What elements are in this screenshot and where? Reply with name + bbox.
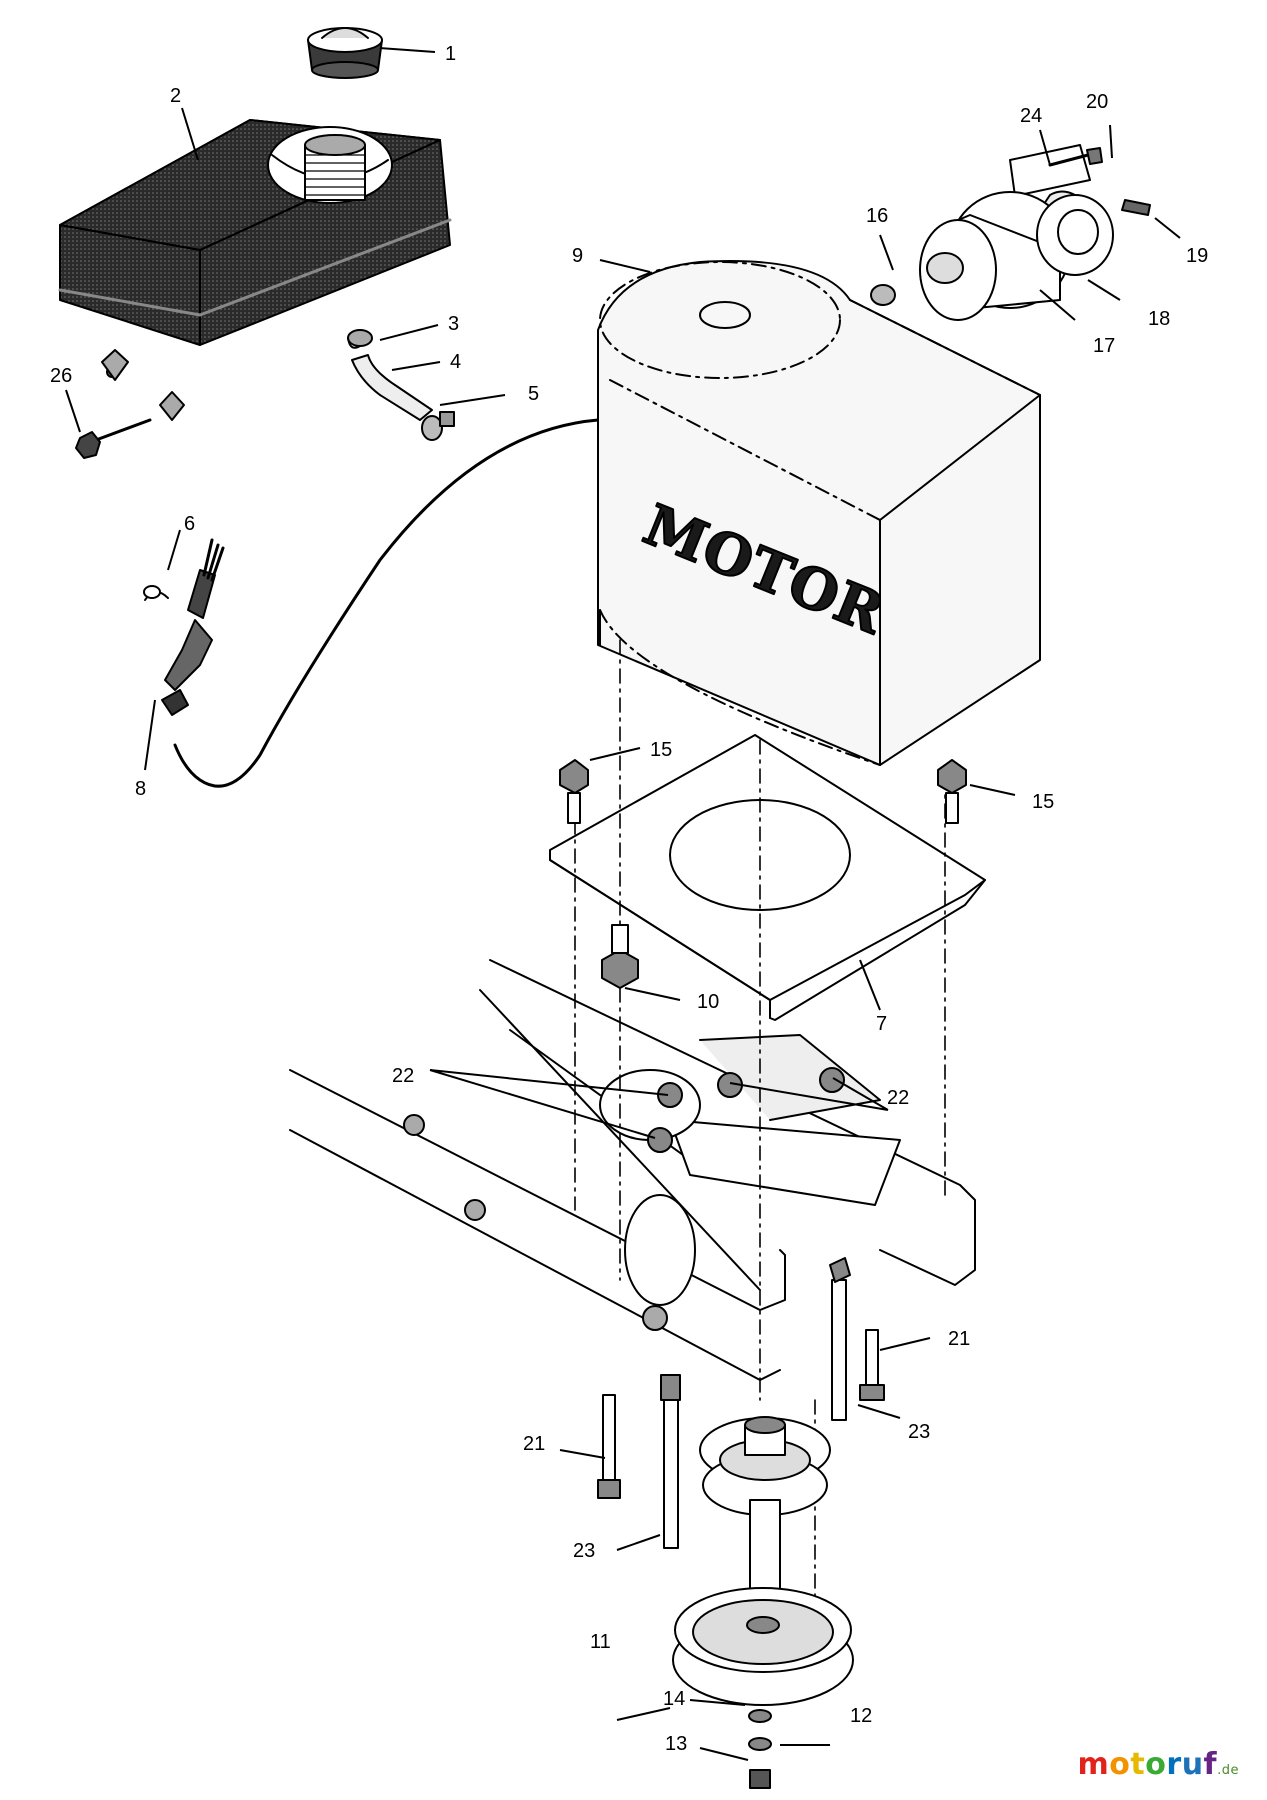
callout-8: 8 [135,778,146,800]
callout-23-left: 23 [573,1540,595,1562]
fuel-line [347,329,455,441]
engine-mount-plate [549,734,986,1021]
callout-22-left: 22 [392,1065,414,1087]
callout-17: 17 [1093,335,1115,357]
callout-5: 5 [528,383,539,405]
callout-15-left: 15 [650,739,672,761]
callout-19: 19 [1186,245,1208,267]
engine-bolt-left [559,759,589,824]
engine-block [597,260,1041,766]
watermark-suffix: .de [1217,1763,1239,1778]
callout-20: 20 [1086,91,1108,113]
watermark-letter: t [1130,1747,1146,1782]
watermark-letter: r [1166,1747,1182,1782]
washers-and-bolt [748,1709,772,1789]
callout-1: 1 [445,43,456,65]
frame-nuts [403,1067,845,1331]
fuel-tank [58,119,452,421]
tank-screw [75,418,152,459]
callout-11: 11 [590,1631,611,1653]
engine-bolt-right [937,759,967,824]
callout-15-right: 15 [1032,791,1054,813]
callout-21-right: 21 [948,1328,970,1350]
callout-2: 2 [170,85,181,107]
callout-22-right: 22 [887,1087,909,1109]
callout-12: 12 [850,1705,872,1727]
idler-shaft-left [660,1374,681,1549]
muffler [870,144,1151,321]
frame-rails [289,959,976,1381]
idler-bolt-right [859,1329,885,1401]
callout-23-right: 23 [908,1421,930,1443]
callout-16: 16 [866,205,888,227]
idler-shaft-right [829,1257,851,1421]
watermark-letter: o [1145,1747,1167,1782]
callout-3: 3 [448,313,459,335]
callout-24: 24 [1020,105,1042,127]
watermark-letter: u [1181,1747,1204,1782]
watermark-letter: m [1077,1747,1110,1782]
callout-6: 6 [184,513,195,535]
callout-7: 7 [876,1013,887,1035]
throttle-cable [143,418,600,788]
watermark-logo: motoruf.de [1078,1747,1239,1782]
callout-9: 9 [572,245,583,267]
upper-pulley [699,1416,831,1516]
callout-26: 26 [50,365,72,387]
callout-14: 14 [663,1688,685,1710]
callout-18: 18 [1148,308,1170,330]
callout-21-left: 21 [523,1433,545,1455]
callout-4: 4 [450,351,461,373]
watermark-letter: o [1109,1747,1131,1782]
engine-bolt-10 [601,924,639,989]
callout-13: 13 [665,1733,687,1755]
watermark-letter: f [1203,1747,1218,1782]
callout-10: 10 [697,991,719,1013]
fuel-cap [307,27,383,79]
callouts: 1 2 3 4 5 6 7 8 9 10 11 12 13 14 15 15 1… [50,43,1208,1755]
lower-pulley [672,1587,854,1706]
leader-lines [65,47,1181,1761]
idler-bolt-left [597,1394,621,1499]
